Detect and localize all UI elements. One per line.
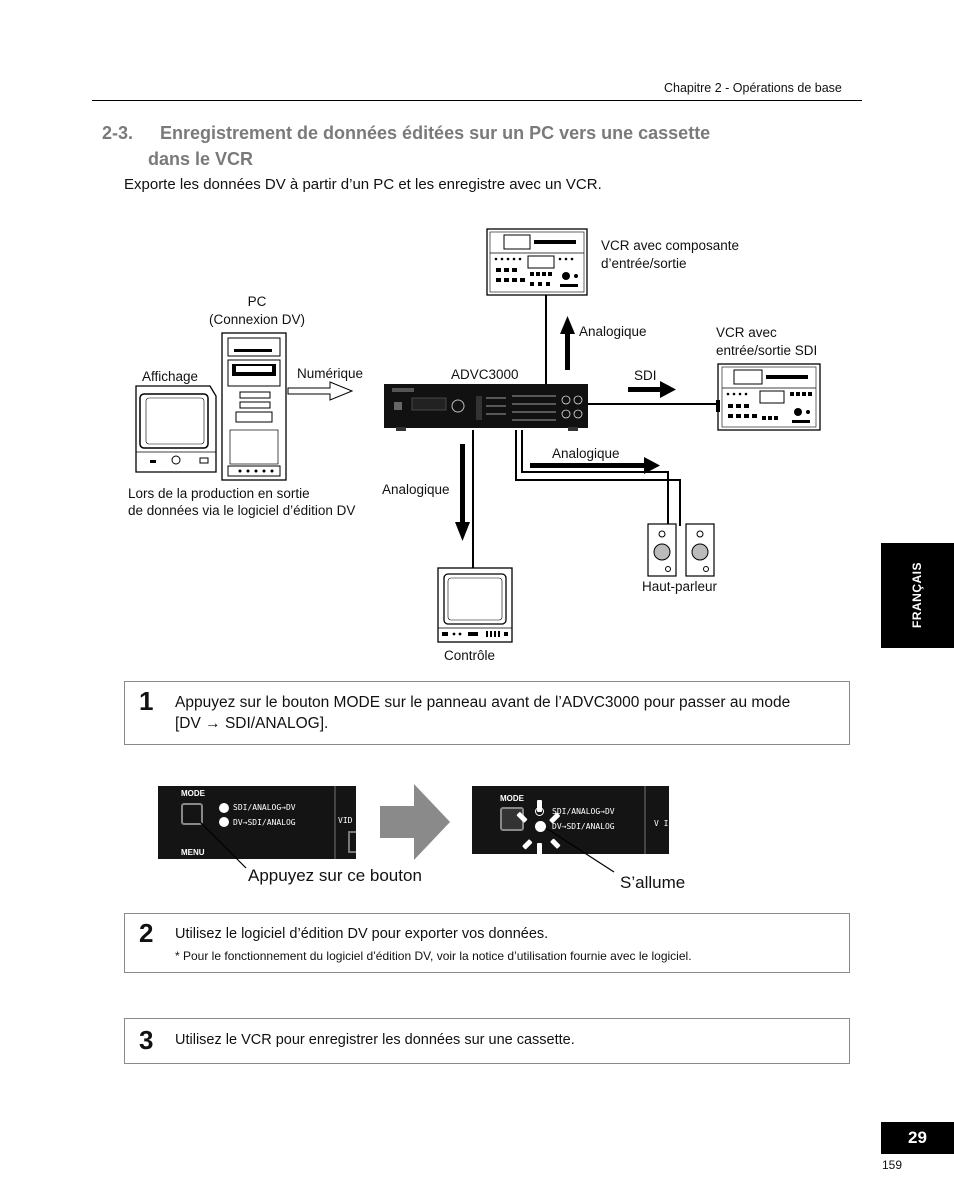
pc-note-line1: Lors de la production en sortie <box>128 486 310 501</box>
analog-down-arrow <box>455 444 470 541</box>
next-step-arrow <box>380 784 450 860</box>
lit-led-rays <box>516 800 561 855</box>
control-monitor-device <box>437 567 513 643</box>
step-3-box: 3 Utilisez le VCR pour enregistrer les d… <box>124 1018 850 1064</box>
mode-label-before: MODE <box>181 789 205 798</box>
step-3-number: 3 <box>139 1025 154 1055</box>
pc-label-line1: PC <box>247 294 267 309</box>
option-2-before: DV→SDI/ANALOG <box>233 818 296 827</box>
language-tab: FRANÇAIS <box>881 543 954 648</box>
speaker-label: Haut-parleur <box>642 579 718 594</box>
speaker-right-device <box>685 523 715 577</box>
led-sdi-analog-dv-before <box>219 803 229 813</box>
vcr-component-label-line2: d’entrée/sortie <box>601 256 687 271</box>
section-title-line2: dans le VCR <box>148 149 254 169</box>
section-number: 2-3. <box>102 123 134 143</box>
step-2-note: * Pour le fonctionnement du logiciel d’é… <box>175 949 692 963</box>
step-1-number: 1 <box>139 686 154 716</box>
option-1-before: SDI/ANALOG→DV <box>233 803 296 812</box>
advc3000-device <box>384 384 588 431</box>
step-2-text: Utilisez le logiciel d’édition DV pour e… <box>175 926 549 942</box>
analog-up-label: Analogique <box>579 324 647 339</box>
mode-button-before[interactable] <box>181 803 203 825</box>
step-2-number: 2 <box>139 918 154 948</box>
caption-press-button: Appuyez sur ce bouton <box>248 866 422 885</box>
menu-label-before: MENU <box>181 848 205 857</box>
digital-arrow <box>287 381 354 401</box>
display-label: Affichage <box>142 369 199 384</box>
callout-line-right <box>545 827 615 873</box>
connection-diagram <box>135 228 821 643</box>
digital-label: Numérique <box>297 366 364 381</box>
step-1-box: 1 Appuyez sur le bouton MODE sur le pann… <box>124 681 850 745</box>
pc-note-line2: de données via le logiciel d’édition DV <box>128 503 356 518</box>
sdi-label: SDI <box>634 368 657 383</box>
led-dv-sdi-analog-before <box>219 817 229 827</box>
sdi-arrow <box>628 381 676 398</box>
vcr-sdi-device <box>716 363 821 431</box>
analog-right-label: Analogique <box>552 446 620 461</box>
analog-up-arrow <box>560 316 575 370</box>
advc-label: ADVC3000 <box>451 367 519 382</box>
step-1-text-line2: [DV → SDI/ANALOG]. <box>175 715 329 732</box>
vcr-component-label-line1: VCR avec composante <box>601 238 740 253</box>
pc-tower-device <box>221 332 287 481</box>
page-badge: 29 <box>881 1122 954 1154</box>
step-2-box: 2 Utilisez le logiciel d’édition DV pour… <box>124 913 850 973</box>
page-number: 159 <box>882 1158 903 1172</box>
analog-down-label: Analogique <box>382 482 450 497</box>
vcr-sdi-label-line1: VCR avec <box>716 325 777 340</box>
vid-label-before: VID <box>338 816 353 825</box>
language-tab-label: FRANÇAIS <box>910 562 924 628</box>
step-3-text: Utilisez le VCR pour enregistrer les don… <box>175 1032 575 1048</box>
analog-right-arrow <box>530 457 660 474</box>
section-intro: Exporte les données DV à partir d’un PC … <box>124 176 602 193</box>
caption-lights-up: S’allume <box>620 873 686 892</box>
section-title-line1: Enregistrement de données éditées sur un… <box>160 123 711 143</box>
vcr-component-device <box>486 228 588 296</box>
vcr-sdi-label-line2: entrée/sortie SDI <box>716 343 818 358</box>
callout-line-left <box>199 821 247 869</box>
panel-overlay-graphics <box>199 784 615 873</box>
monitor-label: Contrôle <box>444 648 496 663</box>
header-rule <box>92 100 862 101</box>
front-panel-before: MODE SDI/ANALOG→DV DV→SDI/ANALOG MENU VI… <box>158 786 356 859</box>
step-1-text-line1: Appuyez sur le bouton MODE sur le pannea… <box>175 694 791 711</box>
pc-label-line2: (Connexion DV) <box>208 312 306 327</box>
chapter-header: Chapitre 2 - Opérations de base <box>664 81 842 95</box>
display-device <box>135 385 217 473</box>
speaker-left-device <box>647 523 677 577</box>
